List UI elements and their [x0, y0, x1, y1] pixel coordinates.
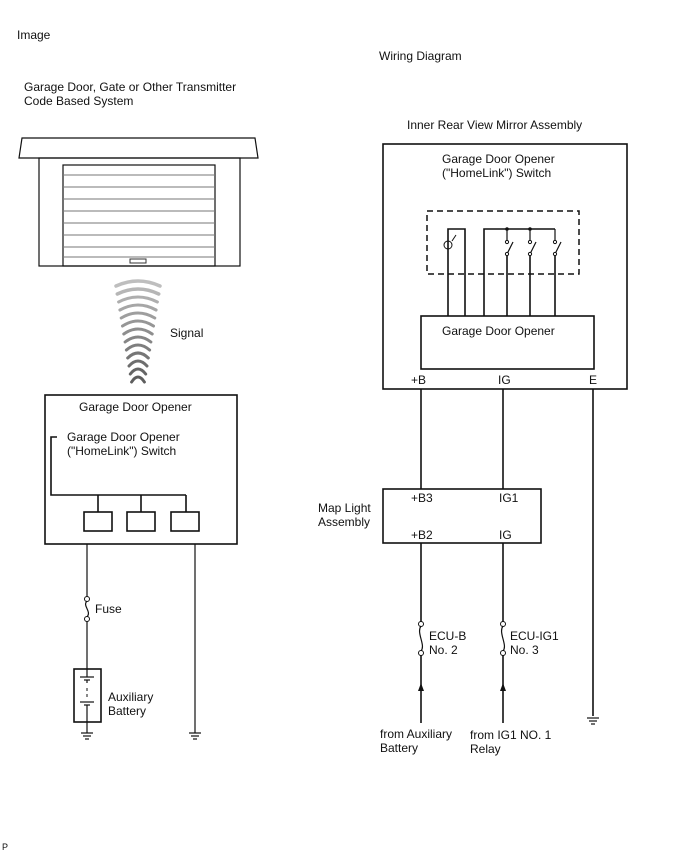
signal-arc: [126, 351, 150, 360]
page-marker: P: [2, 842, 9, 852]
signal-arc: [118, 303, 158, 312]
fuse2-label-line1: ECU-IG1: [510, 629, 559, 643]
signal-arc: [114, 279, 162, 288]
fuse1-label-line2: No. 2: [429, 643, 458, 657]
system-title-line1: Garage Door, Gate or Other Transmitter: [24, 80, 237, 94]
signal-arc: [128, 367, 148, 376]
ground-icon: [189, 732, 201, 740]
signal-label: Signal: [170, 326, 204, 340]
map-terminal-ig1: IG1: [499, 491, 519, 505]
fuse-icon: [84, 596, 90, 622]
ground-icon: [587, 717, 599, 725]
map-terminal-b2: +B2: [411, 528, 433, 542]
mirror-assembly-box: [382, 143, 628, 390]
diagram-title: Wiring Diagram: [379, 49, 462, 63]
signal-arc: [122, 327, 154, 336]
signal-arc: [124, 343, 152, 352]
battery-label-line2: Battery: [108, 704, 147, 718]
source1-label-line1: from Auxiliary: [380, 727, 453, 741]
signal-arc: [127, 359, 149, 368]
terminal-e: E: [589, 373, 598, 387]
switch-button-1: [83, 511, 113, 532]
fuse2-label-line2: No. 3: [510, 643, 539, 657]
opener-module-box: [420, 315, 595, 370]
signal-arc: [117, 295, 159, 304]
garage-icon: [18, 137, 259, 267]
arrow-up-icon: [418, 683, 424, 691]
source2-label-line2: Relay: [470, 742, 501, 756]
signal-arc: [130, 375, 146, 384]
signal-arc: [115, 287, 161, 296]
map-light-label-line1: Map Light: [318, 501, 371, 515]
left-switch-label-line1: Garage Door Opener: [67, 430, 180, 444]
system-title-line2: Code Based System: [24, 94, 134, 108]
terminal-b: +B: [411, 373, 427, 387]
fuse-label: Fuse: [95, 602, 122, 616]
left-opener-box: [44, 394, 238, 545]
fuse-icon: [500, 621, 506, 656]
opener-module-label: Garage Door Opener: [442, 324, 555, 338]
image-label: Image: [17, 28, 51, 42]
map-light-label-line2: Assembly: [318, 515, 371, 529]
battery-label-line1: Auxiliary: [108, 690, 154, 704]
left-switch-label-line2: ("HomeLink") Switch: [67, 444, 177, 458]
mirror-title: Inner Rear View Mirror Assembly: [407, 118, 583, 132]
ground-icon: [81, 732, 93, 740]
arrow-up-icon: [500, 683, 506, 691]
signal-arc: [121, 319, 155, 328]
signal-arc: [123, 335, 153, 344]
switch-dashed-box: [426, 210, 580, 275]
signal-waves-icon: [114, 279, 162, 384]
right-switch-label-line2: ("HomeLink") Switch: [442, 166, 552, 180]
map-terminal-ig: IG: [499, 528, 512, 542]
fuse1-label-line1: ECU-B: [429, 629, 467, 643]
fuse-icon: [418, 621, 424, 656]
source2-label-line1: from IG1 NO. 1: [470, 728, 552, 742]
signal-arc: [119, 311, 157, 320]
source1-label-line2: Battery: [380, 741, 419, 755]
battery-icon: [73, 668, 102, 723]
left-opener-title: Garage Door Opener: [79, 400, 192, 414]
switch-button-3: [170, 511, 200, 532]
switch-contacts-icon: [504, 227, 562, 316]
map-light-box: [382, 488, 542, 544]
terminal-ig: IG: [498, 373, 511, 387]
indicator-lamp-icon: [443, 234, 457, 250]
map-terminal-b3: +B3: [411, 491, 433, 505]
right-switch-label-line1: Garage Door Opener: [442, 152, 555, 166]
switch-button-2: [126, 511, 156, 532]
